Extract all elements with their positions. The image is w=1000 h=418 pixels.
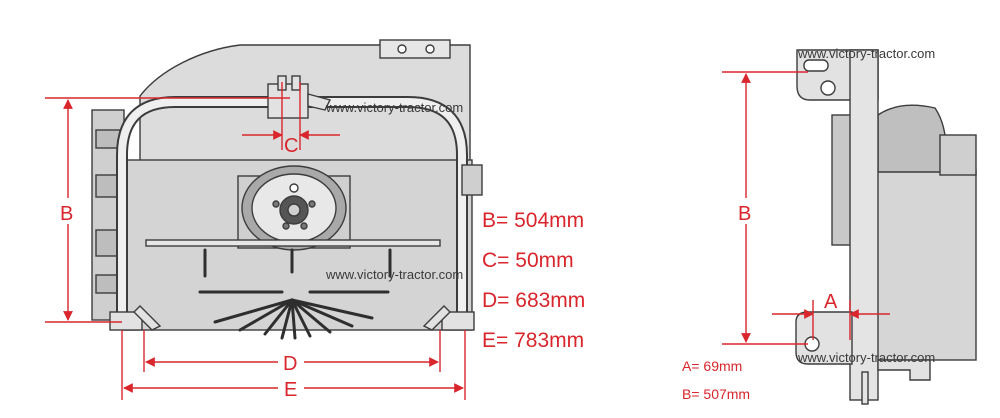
vertical-post [849,49,879,401]
crossbar [145,239,441,247]
roller [877,104,947,173]
spec-b: B= 504mm [482,209,584,232]
dim-e-label: E [284,379,297,401]
top-block [379,39,451,59]
watermark: www.victory-tractor.com [797,350,935,365]
spec-a: A= 69mm [682,358,742,374]
spec-e: E= 783mm [482,329,584,352]
right-bracket [461,164,483,196]
left-pin [109,311,143,331]
watermark: www.victory-tractor.com [325,267,463,282]
spec-b-right: B= 507mm [682,386,750,402]
spec-c: C= 50mm [482,249,574,272]
right-dimensions [722,71,890,345]
side-body [875,169,977,361]
watermark: www.victory-tractor.com [325,100,463,115]
right-pin [441,311,475,331]
watermark: www.victory-tractor.com [797,46,935,61]
tines [198,248,392,340]
dim-b-label-right: B [738,203,751,225]
left-machine-drawing [91,39,483,340]
right-machine-drawing [795,49,977,405]
top-fitting [267,83,309,119]
dim-d-label: D [283,353,297,375]
dim-b-label: B [60,203,73,225]
dim-c-label: C [284,135,298,157]
spec-d: D= 683mm [482,289,585,312]
dim-a-label: A [824,291,838,313]
